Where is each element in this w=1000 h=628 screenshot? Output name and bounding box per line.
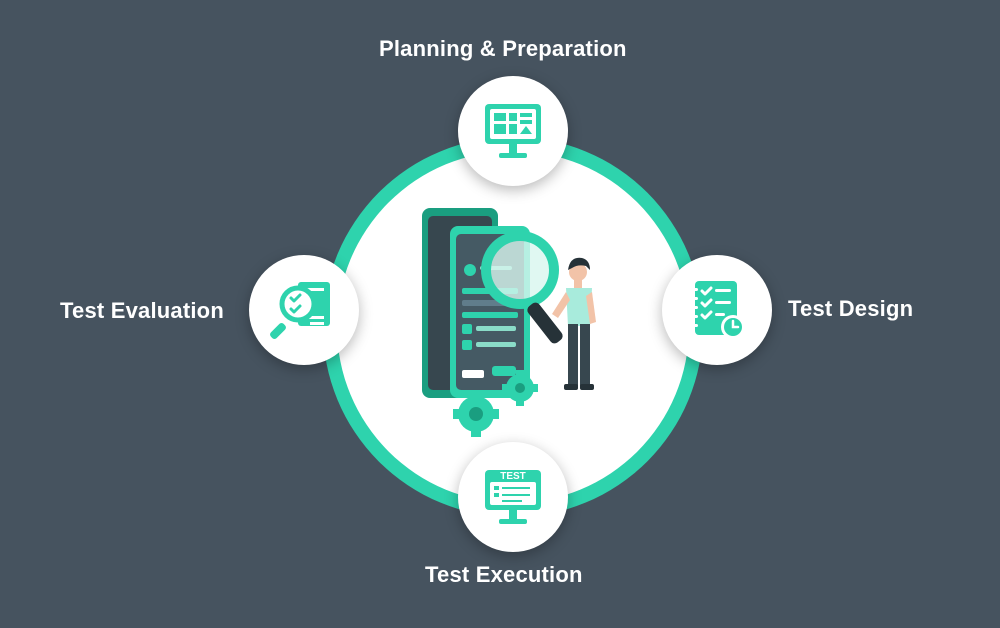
tester-with-magnifier-illustration: [408, 200, 618, 440]
monitor-test-icon: TEST: [481, 466, 545, 528]
planning-node: [458, 76, 568, 186]
magnifier-document-icon: [270, 278, 338, 342]
test-design-label: Test Design: [788, 296, 913, 322]
screen-test-label: TEST: [500, 471, 526, 482]
test-design-node: [662, 255, 772, 365]
test-execution-node: TEST: [458, 442, 568, 552]
test-evaluation-label: Test Evaluation: [60, 298, 224, 324]
planning-label: Planning & Preparation: [379, 36, 627, 62]
checklist-clock-icon: [685, 277, 749, 343]
test-evaluation-node: [249, 255, 359, 365]
monitor-planning-icon: [481, 100, 545, 162]
test-execution-label: Test Execution: [425, 562, 583, 588]
